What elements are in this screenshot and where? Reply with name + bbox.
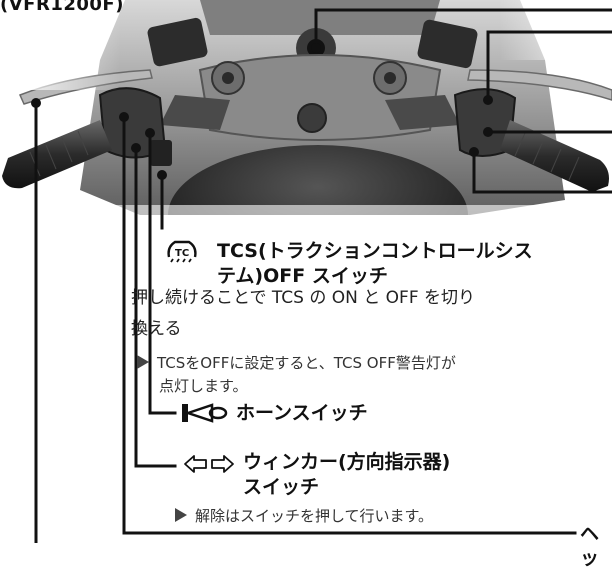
winker-title-line1: ウィンカー(方向指示器) <box>243 451 451 473</box>
leader-right-1 <box>486 30 612 102</box>
tcs-note-line2: 点灯します。 <box>159 377 248 395</box>
tcs-desc-line1: 押し続けることで TCS の ON と OFF を切り <box>131 288 475 308</box>
leader-headlight <box>122 115 577 535</box>
winker-title-line2: スイッチ <box>243 476 320 498</box>
tcs-title-line1: TCS(トラクションコントロールシス <box>217 240 533 262</box>
horn-title: ホーンスイッチ <box>236 402 368 424</box>
note-bullet-icon <box>137 355 149 369</box>
tcs-desc-line2: 換える <box>131 319 182 339</box>
leader-winker <box>134 146 177 468</box>
leader-ignition <box>314 8 612 50</box>
headlight-label-cutoff: ヘッ <box>580 523 600 569</box>
tcs-note-line1: TCSをOFFに設定すると、TCS OFF警告灯が <box>157 354 456 372</box>
winker-arrows-icon <box>184 455 234 473</box>
leader-right-3 <box>472 150 612 194</box>
tcs-note: TCSをOFFに設定すると、TCS OFF警告灯が <box>137 351 456 375</box>
svg-text:TC: TC <box>175 248 189 259</box>
horn-icon <box>182 403 228 423</box>
tcs-title-line2: テム)OFF スイッチ <box>217 265 388 287</box>
leader-lines <box>31 8 612 543</box>
winker-note-text: 解除はスイッチを押して行います。 <box>195 507 434 525</box>
leader-horn <box>148 131 177 415</box>
model-tag: (VFR1200F) <box>0 0 124 15</box>
tcs-icon: TC <box>167 240 197 263</box>
note-bullet-icon <box>175 508 187 522</box>
winker-note: 解除はスイッチを押して行います。 <box>175 504 433 528</box>
